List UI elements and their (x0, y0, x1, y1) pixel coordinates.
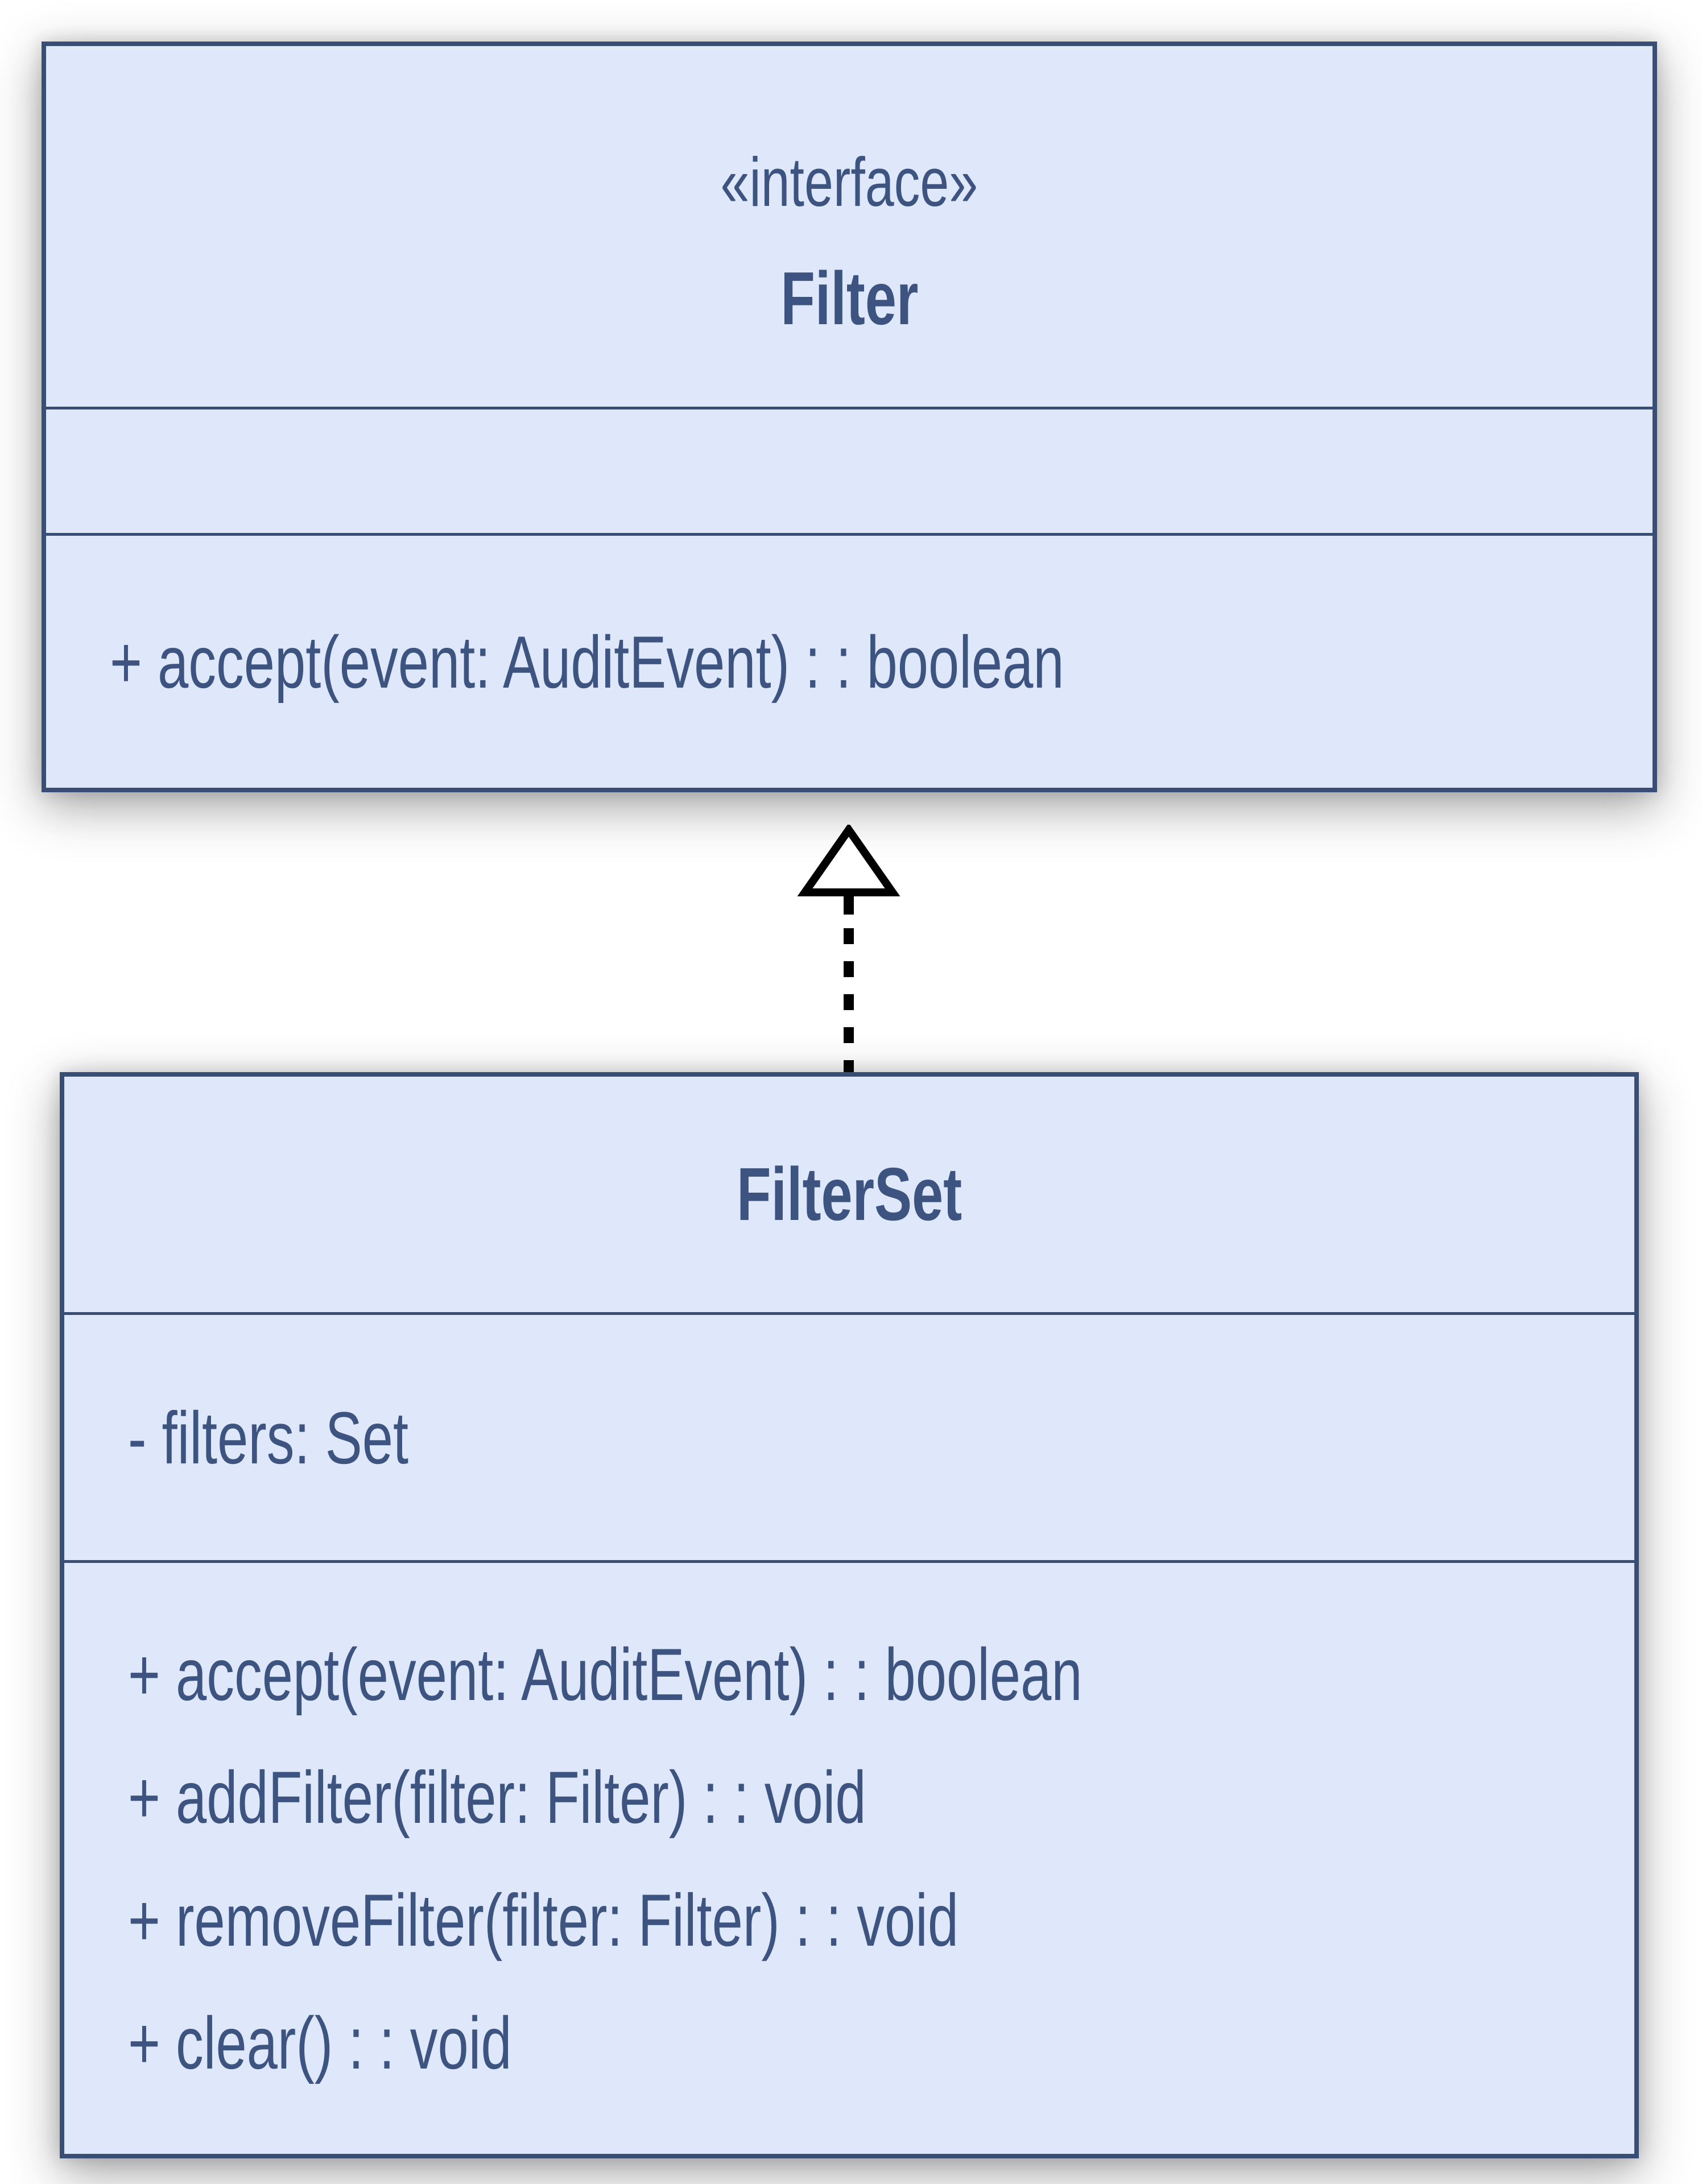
filter-attributes-compartment-empty (46, 407, 1653, 533)
attribute-filters: - filters: Set (128, 1376, 1571, 1499)
method-accept: + accept(event: AuditEvent) : : boolean (110, 601, 1589, 723)
hollow-triangle-arrowhead (797, 825, 900, 896)
method-accept-filterset-text: + accept(event: AuditEvent) : : boolean (128, 1632, 1083, 1716)
realization-arrow-graphic (797, 825, 900, 1078)
method-addfilter-text: + addFilter(filter: Filter) : : void (128, 1755, 866, 1839)
filter-title-compartment: «interface» Filter (46, 46, 1653, 407)
attribute-filters-text: - filters: Set (128, 1396, 409, 1479)
filterset-class-name-text: FilterSet (736, 1152, 962, 1236)
method-accept-text: + accept(event: AuditEvent) : : boolean (110, 620, 1064, 704)
method-accept-filterset: + accept(event: AuditEvent) : : boolean (128, 1613, 1571, 1736)
filter-class-name: Filter (758, 238, 941, 359)
filterset-title-compartment: FilterSet (64, 1077, 1634, 1312)
interface-stereotype-text: «interface» (720, 143, 978, 221)
method-removefilter-text: + removeFilter(filter: Filter) : : void (128, 1878, 959, 1962)
class-box-filter-interface[interactable]: «interface» Filter + accept(event: Audit… (42, 42, 1657, 792)
method-removefilter: + removeFilter(filter: Filter) : : void (128, 1859, 1571, 1982)
class-box-filterset[interactable]: FilterSet - filters: Set + accept(event:… (60, 1072, 1639, 2158)
filterset-methods-compartment: + accept(event: AuditEvent) : : boolean … (64, 1560, 1634, 2154)
method-addfilter: + addFilter(filter: Filter) : : void (128, 1736, 1571, 1859)
method-clear: + clear() : : void (128, 1982, 1571, 2104)
interface-stereotype: «interface» (678, 126, 1021, 238)
filter-methods-compartment: + accept(event: AuditEvent) : : boolean (46, 533, 1653, 788)
method-clear-text: + clear() : : void (128, 2001, 512, 2084)
filter-class-name-text: Filter (780, 257, 919, 340)
realization-arrow (786, 825, 911, 1082)
filterset-class-name: FilterSet (699, 1134, 999, 1255)
filterset-attributes-compartment: - filters: Set (64, 1312, 1634, 1560)
